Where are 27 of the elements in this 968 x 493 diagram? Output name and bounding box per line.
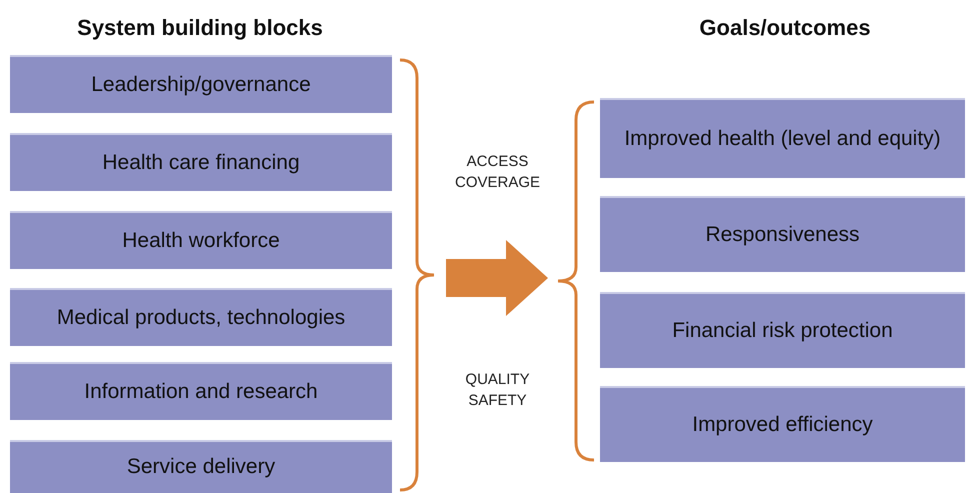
block-box bbox=[10, 211, 392, 269]
box-label: Improved efficiency bbox=[691, 412, 874, 438]
block-box bbox=[600, 292, 965, 368]
box-label: Health workforce bbox=[121, 228, 281, 254]
block-box bbox=[600, 386, 965, 462]
block-box bbox=[10, 362, 392, 420]
block-arrow bbox=[446, 240, 548, 316]
curly-brace bbox=[556, 100, 596, 462]
box-label: Responsiveness bbox=[704, 222, 861, 248]
column-heading: Goals/outcomes bbox=[699, 14, 871, 42]
box-label: Service delivery bbox=[126, 454, 276, 480]
column-heading: System building blocks bbox=[77, 14, 323, 42]
block-box bbox=[10, 440, 392, 493]
box-label: Leadership/governance bbox=[90, 72, 312, 98]
block-box bbox=[10, 133, 392, 191]
box-label: Financial risk protection bbox=[671, 318, 894, 344]
curly-brace bbox=[398, 58, 436, 492]
box-label: Information and research bbox=[83, 378, 319, 405]
side-label: QUALITY SAFETY bbox=[464, 370, 531, 411]
side-label: ACCESS COVERAGE bbox=[454, 152, 542, 193]
box-label: Improved health (level and equity) bbox=[623, 126, 942, 152]
box-label: Medical products, technologies bbox=[56, 304, 346, 331]
box-label: Health care financing bbox=[101, 150, 301, 176]
block-box bbox=[10, 55, 392, 113]
block-box bbox=[10, 288, 392, 346]
block-box bbox=[600, 196, 965, 272]
block-box bbox=[600, 98, 965, 178]
